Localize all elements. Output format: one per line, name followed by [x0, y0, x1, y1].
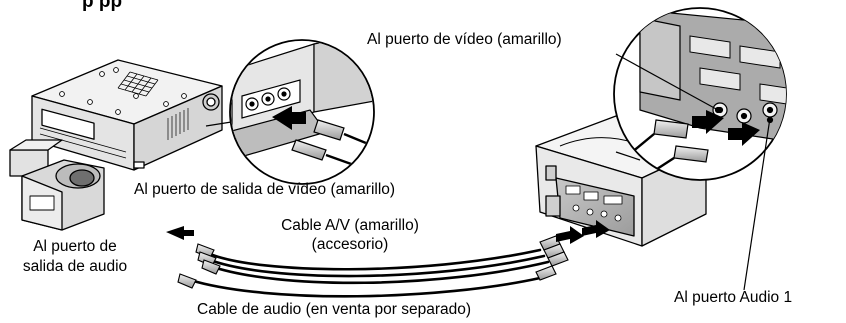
diagram-heading: p pp	[82, 0, 123, 12]
arrow-icon	[556, 226, 584, 244]
vcr-zoom-detail	[229, 39, 375, 185]
arrow-icon	[582, 220, 610, 238]
label-audio-cable: Cable de audio (en venta por separado)	[197, 301, 472, 318]
label-av-cable-1: Cable A/V (amarillo)	[281, 217, 419, 234]
leader-lines	[615, 53, 774, 291]
arrow-icon	[728, 122, 760, 146]
vcr-icon	[31, 59, 223, 171]
label-av-cable-2: (accesorio)	[311, 236, 389, 253]
arrow-icon	[692, 110, 724, 134]
arrow-icon	[272, 106, 306, 130]
label-audio1-port: Al puerto Audio 1	[674, 289, 793, 306]
av-cable	[195, 235, 569, 285]
label-video-port: Al puerto de vídeo (amarillo)	[367, 31, 562, 48]
label-audio-out-2: salida de audio	[22, 258, 128, 275]
audio-cable	[177, 265, 557, 298]
label-video-out-port: Al puerto de salida de vídeo (amarillo)	[134, 181, 396, 198]
projector-zoom-detail	[613, 7, 787, 181]
arrow-icon	[166, 226, 194, 240]
label-audio-out-1: Al puerto de	[33, 238, 117, 255]
camcorder-icon	[9, 139, 105, 231]
